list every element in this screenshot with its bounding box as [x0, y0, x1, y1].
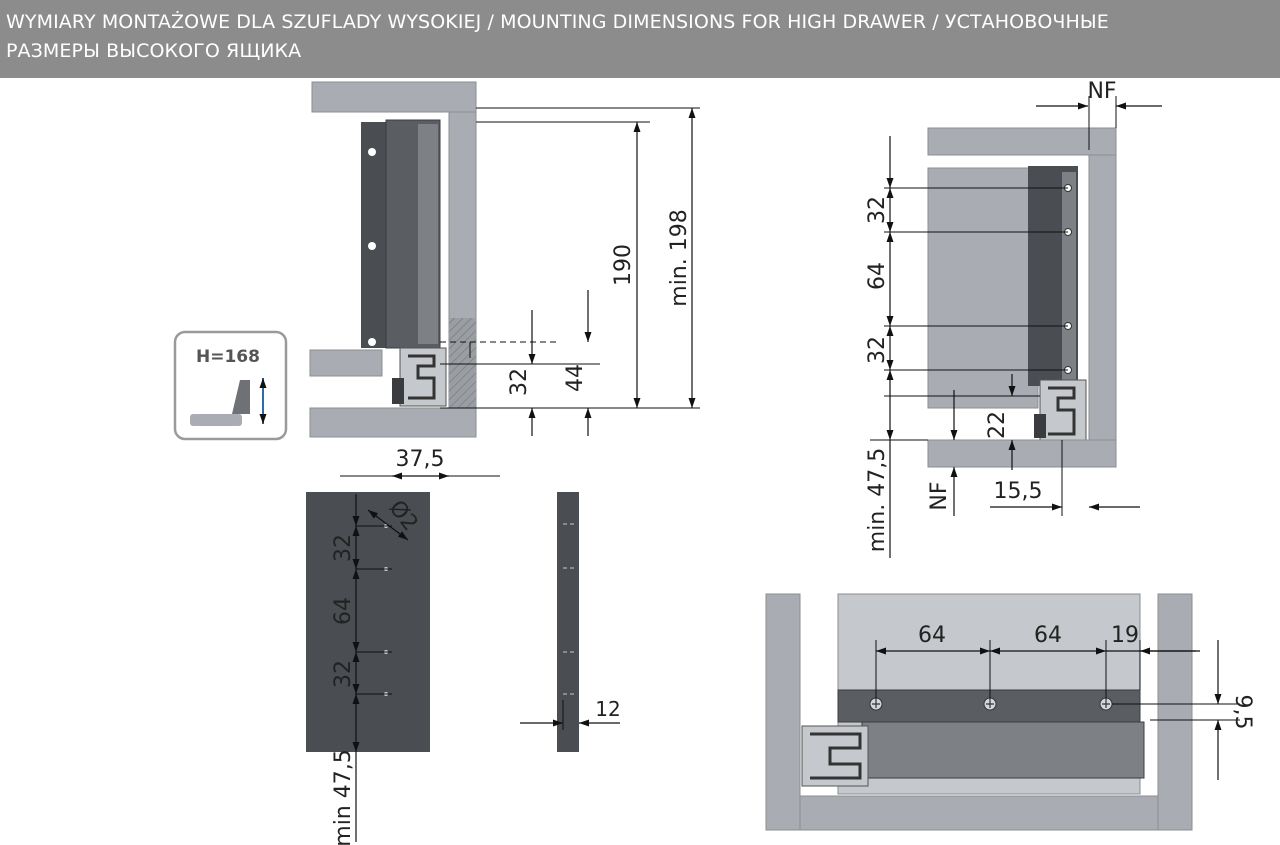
- dim-64-rear: 64: [865, 262, 890, 290]
- header-title-line-2: РАЗМЕРЫ ВЫСОКОГО ЯЩИКА: [6, 40, 302, 62]
- front-hole-2: [368, 242, 376, 250]
- dim-nf-bottom: NF: [927, 481, 952, 510]
- plan-right-wall: [1157, 593, 1193, 831]
- dim-15-5: 15,5: [994, 479, 1043, 504]
- header-title-line-1: WYMIARY MONTAŻOWE DLA SZUFLADY WYSOKIEJ …: [6, 11, 1109, 33]
- dim-37-5: 37,5: [396, 447, 445, 472]
- drawer-front: [361, 122, 389, 348]
- rear-bottom-board: [927, 439, 1117, 468]
- dim-19: 19: [1111, 623, 1139, 648]
- drawer-height-icon: [190, 378, 267, 426]
- plan-bottom-board: [799, 795, 1159, 831]
- cabinet-bottom-board: [309, 407, 477, 438]
- dim-12: 12: [595, 697, 620, 721]
- dim-32-rear-a: 32: [865, 196, 890, 224]
- dim-32-panel-a: 32: [331, 534, 356, 562]
- cabinet-top-board: [311, 81, 477, 113]
- rear-top-board: [927, 127, 1117, 156]
- plan-view: 64 64 19 9,5: [765, 593, 1255, 831]
- dim-min-198: min. 198: [667, 209, 692, 306]
- dim-min-47-5-panel: min 47,5: [331, 749, 356, 845]
- front-panel: [306, 492, 430, 752]
- panel-edge: [557, 492, 579, 752]
- rear-view: NF 32 64 32 min. 47,5 22 NF 15,5: [865, 79, 1162, 558]
- runner-profile-detail: [408, 354, 436, 400]
- side-view: 190 min. 198 32 44 37,5: [309, 81, 700, 480]
- drawer-rail: [418, 124, 438, 344]
- dim-nf-top: NF: [1087, 79, 1116, 104]
- page-header: WYMIARY MONTAŻOWE DLA SZUFLADY WYSOKIEJ …: [0, 0, 1280, 78]
- rear-rail: [1062, 172, 1076, 382]
- dim-22: 22: [985, 411, 1010, 439]
- technical-drawing: H=168 190 min. 198 32: [173, 79, 1255, 845]
- badge-label: H=168: [196, 347, 260, 367]
- dim-9-5: 9,5: [1230, 695, 1255, 730]
- dim-64-plan-b: 64: [1034, 623, 1062, 648]
- dim-min-47-5-rear: min. 47,5: [865, 448, 890, 552]
- runner-clip: [392, 378, 404, 404]
- dim-64-plan-a: 64: [918, 623, 946, 648]
- dim-44: 44: [563, 364, 588, 392]
- height-badge: H=168: [173, 330, 288, 441]
- front-hole-1: [368, 148, 376, 156]
- rear-drawer-back: [927, 167, 1039, 409]
- dim-32-rear-b: 32: [865, 336, 890, 364]
- plan-left-wall: [765, 593, 801, 831]
- front-hole-3: [368, 338, 376, 346]
- dim-64-panel: 64: [331, 597, 356, 625]
- plan-rail: [861, 721, 1145, 779]
- dim-190: 190: [611, 244, 636, 286]
- front-panel-view: Ø2 32 64 32 min 47,5: [306, 492, 430, 845]
- dim-32-panel-b: 32: [331, 660, 356, 688]
- rear-side-wall: [1088, 154, 1117, 468]
- cabinet-shelf: [309, 349, 383, 377]
- edge-view: 12: [520, 492, 621, 752]
- dim-32-side: 32: [507, 368, 532, 396]
- plan-runner-profile: [801, 725, 869, 787]
- badge-frame: [173, 330, 288, 441]
